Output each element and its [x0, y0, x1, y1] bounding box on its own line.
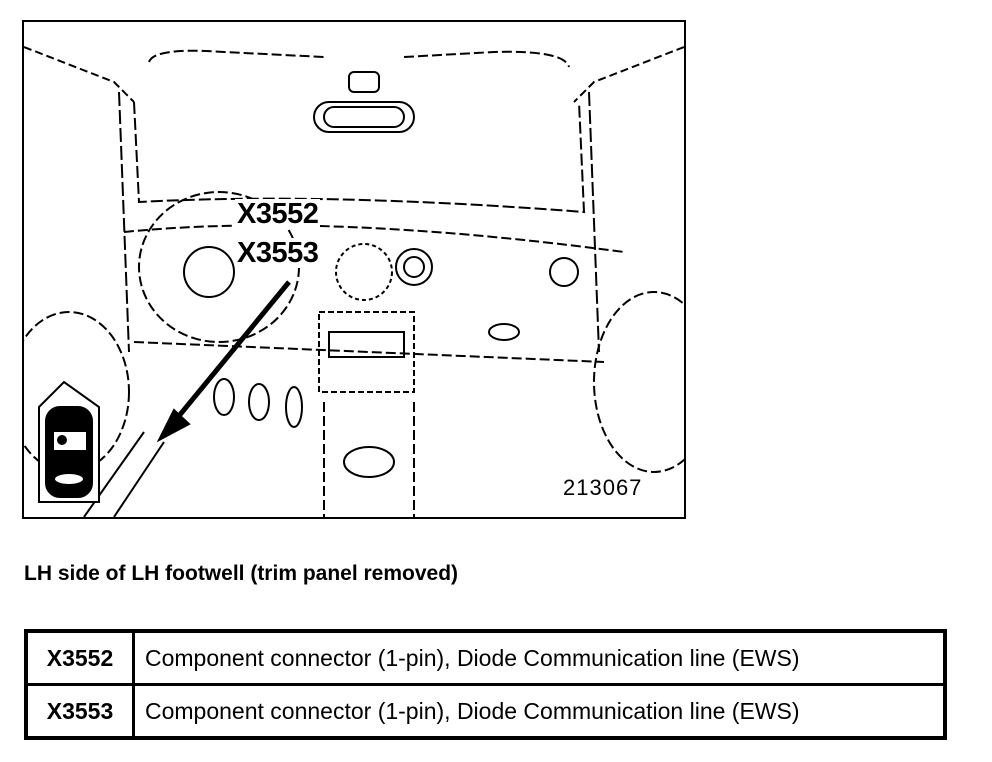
connector-label-x3553: X3553 — [235, 237, 321, 269]
figure-caption: LH side of LH footwell (trim panel remov… — [24, 562, 459, 585]
connector-description: Component connector (1-pin), Diode Commu… — [132, 629, 947, 686]
connector-table: X3552 Component connector (1-pin), Diode… — [24, 629, 947, 740]
connector-code: X3552 — [24, 629, 135, 686]
figure-number: 213067 — [561, 475, 645, 501]
connector-label-x3552: X3552 — [235, 198, 321, 230]
table-row: X3552 Component connector (1-pin), Diode… — [24, 629, 947, 686]
connector-code: X3553 — [24, 683, 135, 740]
interior-location-illustration: X3552 X3553 213067 — [22, 20, 686, 519]
connector-description: Component connector (1-pin), Diode Commu… — [132, 683, 947, 740]
table-row: X3553 Component connector (1-pin), Diode… — [24, 683, 947, 740]
car-interior-drawing — [24, 46, 684, 517]
